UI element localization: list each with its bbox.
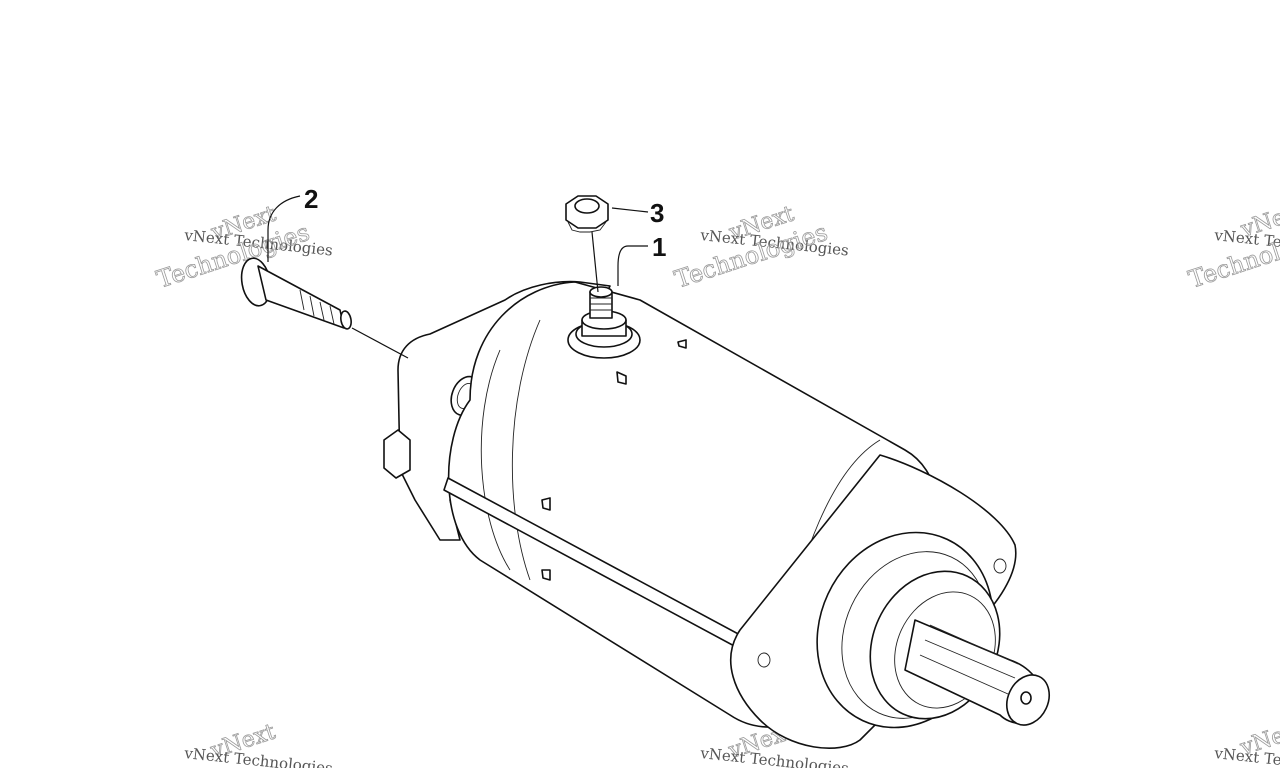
callout-leader-1	[617, 245, 648, 286]
starter-motor	[383, 280, 1050, 749]
callout-2: 2	[304, 184, 318, 214]
callout-3: 3	[650, 198, 664, 228]
watermark-group-center-top: vNext vNext Technologies Technologies	[671, 201, 850, 294]
watermark-group-right-bottom: vNext vNext Technologies	[1213, 716, 1280, 768]
watermark-group-right-top: vNext vNext Technologies Technologies	[1185, 198, 1280, 294]
hex-nut-item-3	[565, 195, 609, 233]
bolt-item-2	[240, 257, 352, 330]
callout-1: 1	[652, 232, 666, 262]
callout-leader-2	[267, 195, 301, 262]
callout-leader-3	[611, 207, 649, 213]
terminal-stud	[567, 286, 641, 359]
watermark-group-left-bottom: vNext vNext Technologies	[183, 719, 334, 768]
leader-line-3-stud	[591, 231, 599, 293]
leader-line-2-bolt	[351, 327, 409, 359]
rear-bolt-stub	[383, 429, 411, 479]
